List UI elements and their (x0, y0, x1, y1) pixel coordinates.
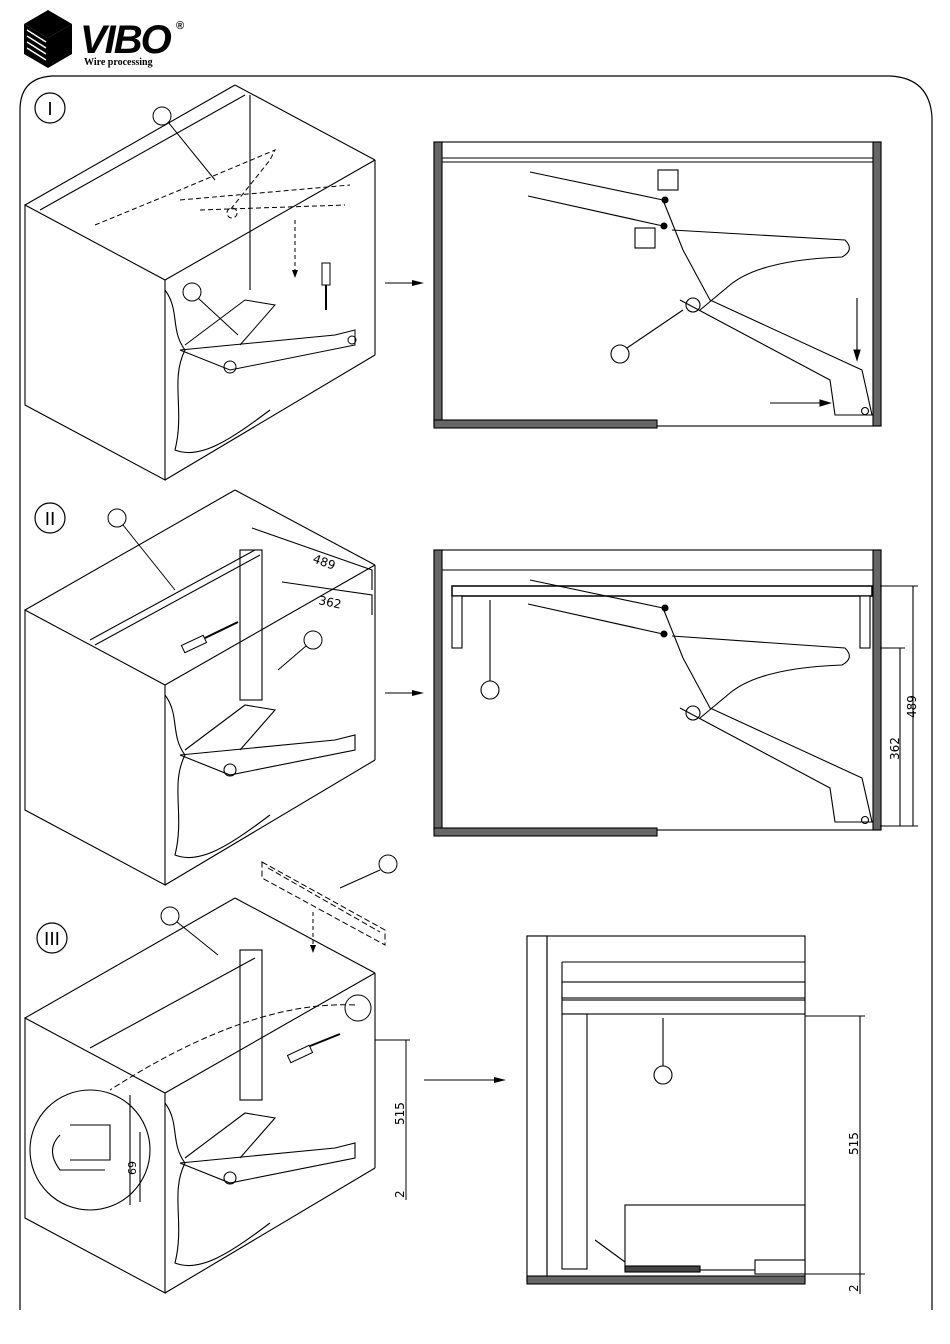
callout-circle (108, 509, 126, 527)
arrow-right-icon (424, 1077, 506, 1083)
callout-circle (161, 907, 179, 925)
dimension-2: 2 (393, 1190, 407, 1198)
dimension-362: 362 (317, 593, 342, 611)
step-3-numeral: III (44, 929, 60, 950)
dimension-515: 515 (393, 1102, 407, 1125)
step-2-numeral: II (45, 509, 56, 530)
cabinet-2 (25, 490, 375, 885)
dimension-69: 69 (126, 1161, 139, 1175)
screwdriver-icon (287, 1034, 340, 1063)
step-2: II 489 362 (25, 490, 919, 885)
callout-circle (379, 855, 397, 873)
dimension-489-side: 489 (905, 695, 919, 718)
detail-magnifier (30, 1090, 150, 1210)
dimension-489: 489 (311, 552, 337, 573)
screwdriver-icon (322, 263, 330, 310)
rail-ghost (262, 862, 385, 945)
dimension-362-side: 362 (888, 737, 902, 760)
lift-mechanism (180, 300, 356, 373)
step-3: III (25, 855, 865, 1294)
step-1: I (25, 85, 881, 480)
side-view-1 (434, 142, 881, 428)
dimension-515-side: 515 (847, 1132, 861, 1155)
side-view-2 (434, 550, 918, 836)
callout-circle (304, 631, 322, 649)
step-1-numeral: I (47, 99, 52, 120)
side-view-3 (527, 936, 865, 1294)
arrow-right-icon (385, 280, 424, 286)
dimension-2-side: 2 (847, 1284, 861, 1292)
lift-mechanism-ghost (95, 150, 350, 225)
arrow-right-icon (385, 690, 424, 696)
